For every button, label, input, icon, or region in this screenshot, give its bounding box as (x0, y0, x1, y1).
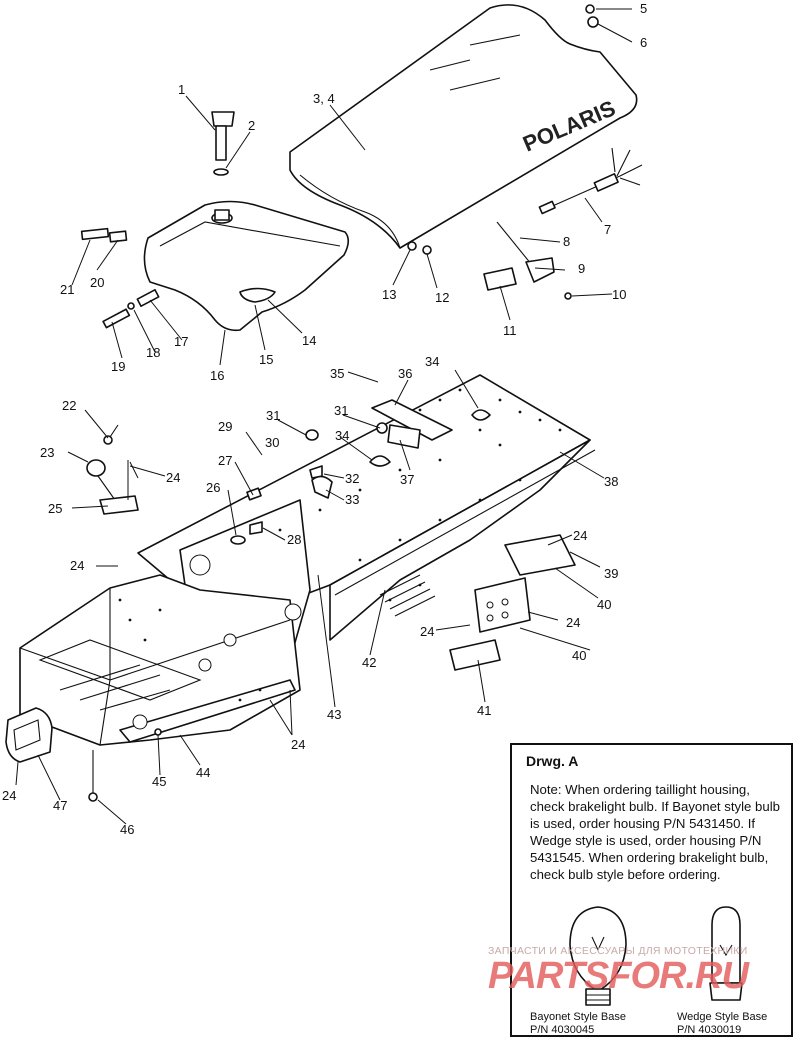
front-parts (86, 424, 139, 515)
callout-14: 14 (302, 333, 316, 348)
callout-24-g: 24 (2, 788, 16, 803)
callout-16: 16 (210, 368, 224, 383)
seat-bracket (483, 221, 572, 300)
callout-37: 37 (400, 472, 414, 487)
callout-24-d: 24 (420, 624, 434, 639)
callout-3-4: 3, 4 (313, 91, 335, 106)
callout-32: 32 (345, 471, 359, 486)
callout-9: 9 (578, 261, 585, 276)
wedge-part-number: P/N 4030019 (677, 1024, 742, 1036)
deck-hardware (230, 399, 491, 545)
note-text: Note: When ordering taillight housing, c… (530, 782, 780, 882)
drawing-a-note-box: Drwg. A Note: When ordering taillight ho… (510, 743, 793, 1037)
callout-24-b: 24 (573, 528, 587, 543)
callout-30: 30 (265, 435, 279, 450)
callout-34-b: 34 (425, 354, 439, 369)
callout-23: 23 (40, 445, 54, 460)
callout-20: 20 (90, 275, 104, 290)
callout-45: 45 (152, 774, 166, 789)
callout-35: 35 (330, 366, 344, 381)
callout-5: 5 (640, 1, 647, 16)
bulb-illustrations (569, 906, 743, 1006)
callout-labels: 1 2 3, 4 5 6 7 8 9 10 11 12 13 14 15 16 … (2, 1, 647, 837)
callout-39: 39 (604, 566, 618, 581)
bayonet-caption: Bayonet Style Base P/N 4030045 (530, 1011, 626, 1037)
callout-24-c: 24 (566, 615, 580, 630)
bayonet-bulb-icon (569, 906, 627, 1006)
callout-19: 19 (111, 359, 125, 374)
callout-26: 26 (206, 480, 220, 495)
seat-fasteners (407, 4, 599, 255)
leader-lines (15, 8, 633, 825)
callout-31-a: 31 (266, 408, 280, 423)
rear-brackets (449, 534, 576, 671)
fuel-cap (211, 111, 235, 176)
callout-46: 46 (120, 822, 134, 837)
note-title: Drwg. A (526, 753, 579, 769)
callout-34-a: 34 (335, 428, 349, 443)
wiring-harness (538, 147, 643, 215)
callout-44: 44 (196, 765, 210, 780)
callout-7: 7 (604, 222, 611, 237)
callout-29: 29 (218, 419, 232, 434)
callout-38: 38 (604, 474, 618, 489)
callout-18: 18 (146, 345, 160, 360)
callout-40-a: 40 (597, 597, 611, 612)
callout-17: 17 (174, 334, 188, 349)
callout-24-a: 24 (166, 470, 180, 485)
chassis-tunnel (19, 374, 596, 746)
callout-47: 47 (53, 798, 67, 813)
lower-fasteners (88, 728, 162, 802)
wedge-caption-text: Wedge Style Base (677, 1011, 768, 1023)
callout-21: 21 (60, 282, 74, 297)
callout-40-b: 40 (572, 648, 586, 663)
callout-10: 10 (612, 287, 626, 302)
bayonet-caption-text: Bayonet Style Base (530, 1011, 627, 1023)
callout-15: 15 (259, 352, 273, 367)
callout-25: 25 (48, 501, 62, 516)
callout-13: 13 (382, 287, 396, 302)
callout-8: 8 (563, 234, 570, 249)
callout-24-f: 24 (291, 737, 305, 752)
callout-33: 33 (345, 492, 359, 507)
fuel-lines (80, 227, 160, 329)
callout-2: 2 (248, 118, 255, 133)
callout-42: 42 (362, 655, 376, 670)
fuel-tank (143, 200, 350, 332)
callout-36: 36 (398, 366, 412, 381)
callout-1: 1 (178, 82, 185, 97)
callout-27: 27 (218, 453, 232, 468)
seat: POLARIS (289, 4, 638, 249)
callout-22: 22 (62, 398, 76, 413)
wedge-bulb-icon (709, 906, 743, 1001)
bayonet-part-number: P/N 4030045 (530, 1024, 595, 1036)
taillight (5, 707, 53, 763)
wedge-caption: Wedge Style Base P/N 4030019 (677, 1011, 767, 1037)
callout-28: 28 (287, 532, 301, 547)
callout-31-b: 31 (334, 403, 348, 418)
callout-6: 6 (640, 35, 647, 50)
callout-43: 43 (327, 707, 341, 722)
callout-41: 41 (477, 703, 491, 718)
callout-11: 11 (503, 323, 517, 338)
callout-24-e: 24 (70, 558, 84, 573)
callout-12: 12 (435, 290, 449, 305)
